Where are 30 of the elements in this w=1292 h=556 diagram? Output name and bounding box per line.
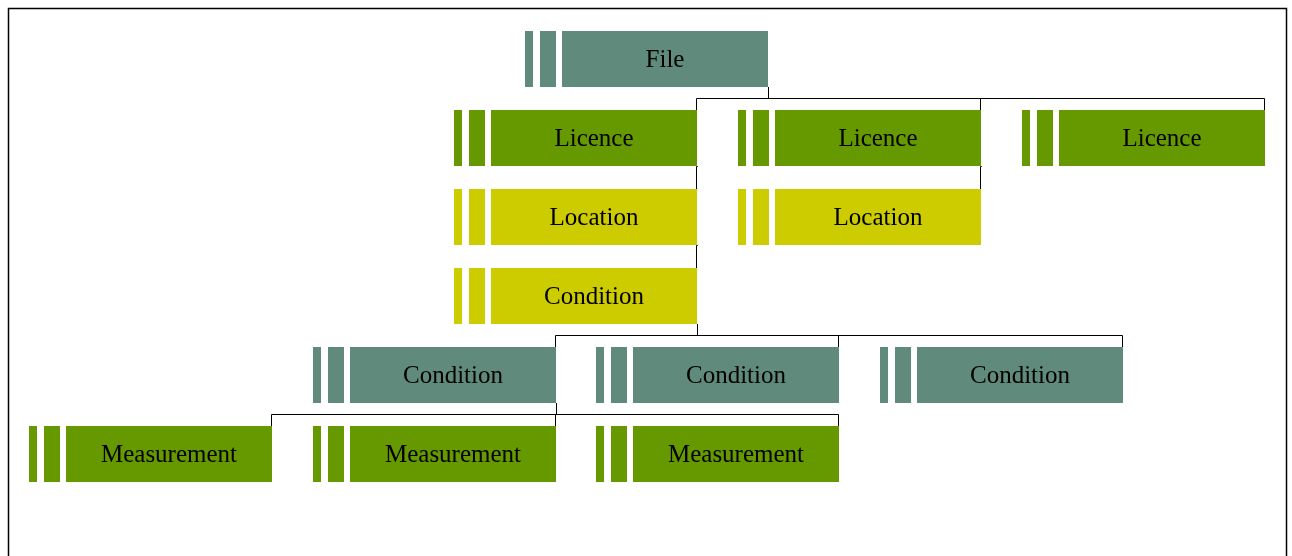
process-box <box>350 426 556 482</box>
node-label: Location <box>833 203 923 231</box>
connector-line <box>556 402 839 427</box>
process-box <box>491 189 697 245</box>
process-box <box>350 347 556 403</box>
node-label: File <box>645 45 685 73</box>
connector-line <box>696 165 698 190</box>
process-box <box>1059 110 1265 166</box>
node-label: Condition <box>686 361 786 389</box>
process-box <box>562 31 768 87</box>
process-box <box>633 347 839 403</box>
process-box <box>775 189 981 245</box>
node-label: Measurement <box>100 440 238 468</box>
node-label: Condition <box>970 361 1070 389</box>
node-label: Location <box>549 203 639 231</box>
connector-line <box>980 165 982 190</box>
node-label: Licence <box>554 124 634 152</box>
process-box <box>633 426 839 482</box>
process-box <box>491 268 697 324</box>
node-label: Measurement <box>667 440 805 468</box>
node-label: Condition <box>544 282 644 310</box>
node-label: Licence <box>838 124 918 152</box>
process-box <box>917 347 1123 403</box>
process-box <box>775 110 981 166</box>
node-label: Licence <box>1122 124 1202 152</box>
connector-line <box>696 244 698 269</box>
node-label: Measurement <box>384 440 522 468</box>
process-box <box>66 426 272 482</box>
node-label: Condition <box>403 361 503 389</box>
process-box <box>491 110 697 166</box>
